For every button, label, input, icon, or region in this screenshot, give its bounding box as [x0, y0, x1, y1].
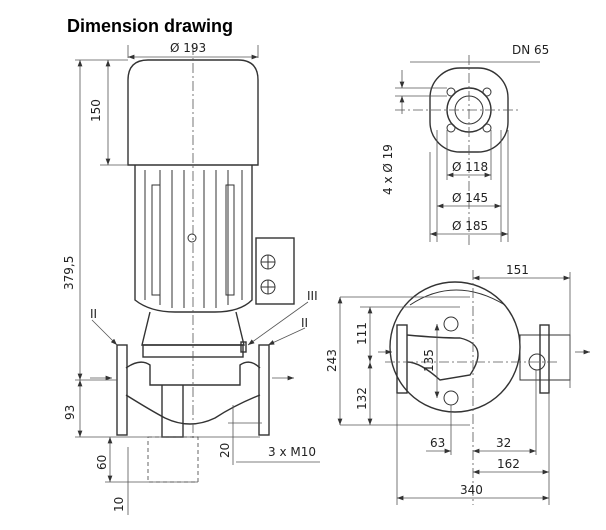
dim-bolt-circle: Ø 145	[452, 191, 488, 205]
marker-iii: III	[307, 289, 318, 303]
dim-upper-depth: 111	[355, 322, 369, 345]
dim-base-offset: 10	[112, 497, 126, 512]
side-view: Ø 193 150 379,5 93 60 10 20 3 x M10 II I…	[62, 41, 320, 515]
dim-lower-depth: 132	[355, 387, 369, 410]
dim-foot-spacing: 135	[422, 349, 436, 372]
dim-flange-height: 93	[63, 405, 77, 420]
marker-ii-right: II	[301, 316, 308, 330]
dim-right-foot-offset: 32	[496, 436, 511, 450]
flange-view: DN 65 4 x Ø 19 Ø 118 Ø 145 Ø 185	[381, 43, 549, 245]
dim-inner-diameter: Ø 118	[452, 160, 488, 174]
dim-outer-diameter: Ø 185	[452, 219, 488, 233]
dim-left-offset: 63	[430, 436, 445, 450]
dim-total-depth: 243	[325, 349, 339, 372]
top-view: 151 111 243 135 132 63 32 162 340	[325, 263, 590, 505]
dim-bolts: 3 x M10	[268, 445, 316, 459]
dim-bolt-holes: 4 x Ø 19	[381, 144, 395, 195]
dim-outlet-offset: 151	[506, 263, 529, 277]
dim-total-height: 379,5	[62, 256, 76, 290]
dim-base-clearance: 60	[95, 455, 109, 470]
dim-half-length: 162	[497, 457, 520, 471]
dim-foot-height: 20	[218, 443, 232, 458]
page-title: Dimension drawing	[67, 16, 234, 36]
dim-total-length: 340	[460, 483, 483, 497]
dim-motor-top: 150	[89, 99, 103, 122]
marker-ii-left: II	[90, 307, 97, 321]
pump-housing	[116, 311, 270, 438]
dim-motor-diameter: Ø 193	[170, 41, 206, 55]
motor	[127, 59, 295, 313]
terminal-box	[255, 237, 295, 305]
dim-nominal-diameter: DN 65	[512, 43, 549, 57]
